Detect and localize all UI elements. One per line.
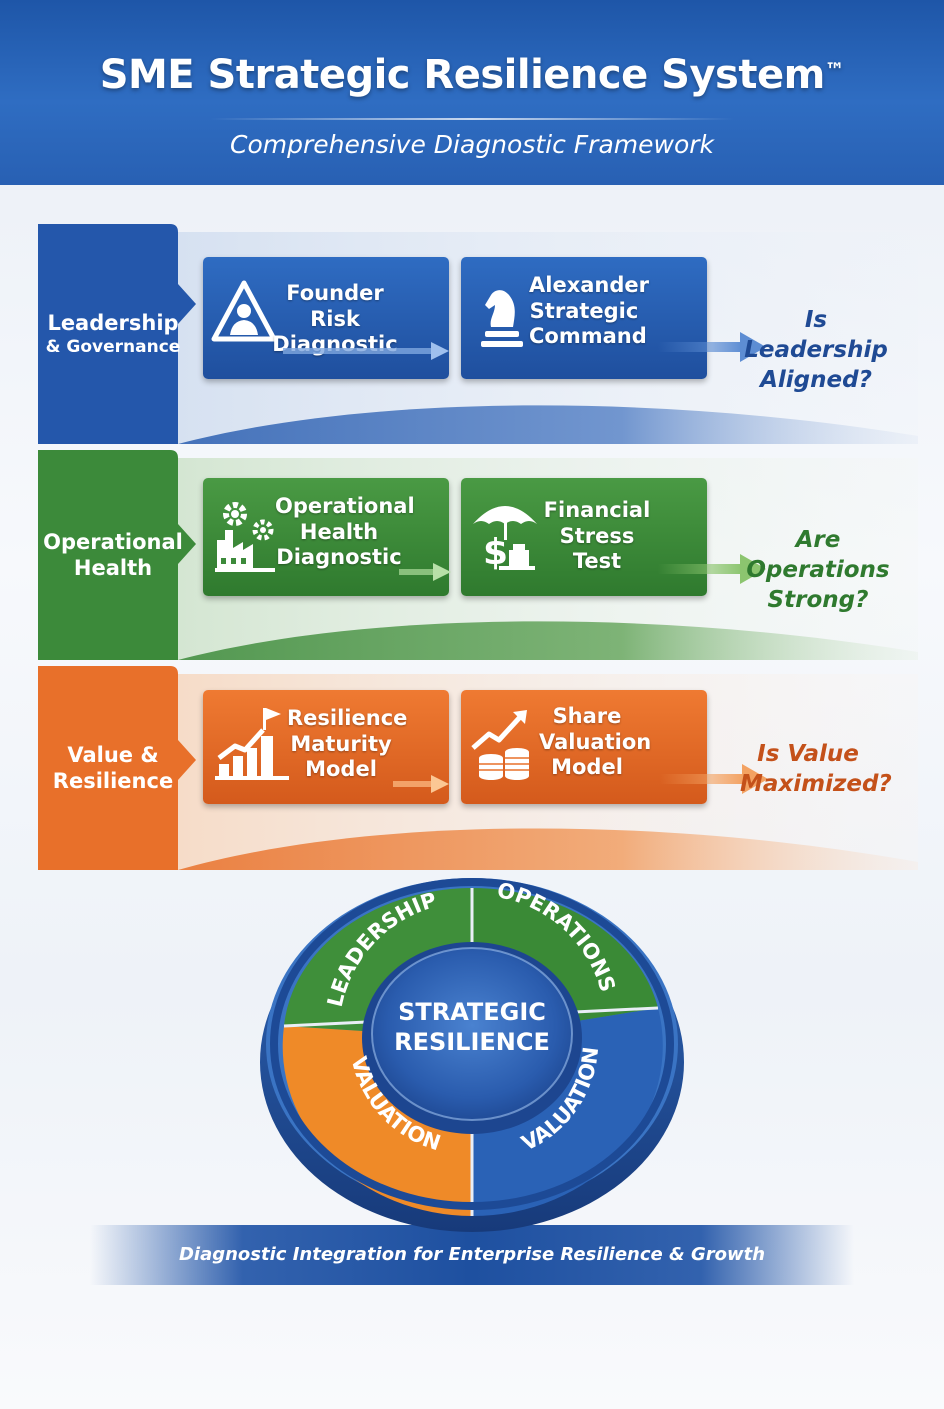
question-leadership-aligned: Is Leadership Aligned? [734,306,898,396]
page-subtitle: Comprehensive Diagnostic Framework [230,130,714,159]
box-line: Share [552,704,622,728]
row-value-resilience: Value & Resilience Resilience Maturity M… [38,666,918,870]
growth-chart-flag-icon [215,708,289,780]
row-leadership: Leadership & Governance Founder Risk Dia… [38,224,918,444]
row-label-value: Value & Resilience [38,666,188,870]
arrow-right-icon [658,554,766,584]
box-line: Strategic [529,298,639,323]
warning-person-icon [211,280,277,342]
arrow-right-icon [283,342,449,360]
strategic-resilience-wheel: LEADERSHIP OPERATIONS VALUATION VALUATIO… [260,878,684,1232]
box-line: Alexander [529,273,649,297]
box-line: Command [529,324,647,349]
box-founder-risk-diagnostic[interactable]: Founder Risk Diagnostic [203,257,449,379]
box-line: Stress Test [559,523,635,574]
question-line1: Is Value [757,741,859,767]
coins-growth-icon [471,710,529,780]
page-title-text: SME Strategic Resilience System [99,52,826,98]
box-alexander-strategic-command[interactable]: Alexander Strategic Command [461,257,707,379]
arrow-right-icon [658,332,766,362]
question-line2: Aligned? [760,366,872,393]
row-label-line1: Value & [67,742,159,767]
row-label-line1: Operational [43,529,183,554]
row-operational-health: Operational Health Operational Health Di… [38,450,918,660]
row-label-line2: Resilience [52,769,174,793]
box-resilience-maturity-label: Resilience Maturity Model [287,706,408,783]
box-line: Operational [275,494,415,518]
arrow-right-icon [399,563,451,581]
question-value-maximized: Is Value Maximized? [740,740,892,800]
box-share-valuation-model[interactable]: Share Valuation Model [461,690,707,804]
box-financial-stress-test[interactable]: $ Financial Stress Test [461,478,707,596]
box-line: Model [305,757,377,782]
question-operations-strong: Are Operations Strong? [728,526,908,616]
question-line2: Strong? [767,586,869,613]
box-line: Valuation [539,729,652,754]
box-operational-health-diagnostic[interactable]: Operational Health Diagnostic [203,478,451,596]
wheel-center-line1: STRATEGIC [398,998,546,1026]
question-line2: Maximized? [740,770,892,797]
arrow-right-icon [660,764,768,794]
row-label-operational: Operational Health [38,450,188,660]
box-operational-health-label: Operational Health Diagnostic [275,494,415,571]
box-line: Financial [543,498,651,522]
question-line1: Is Leadership [744,307,888,363]
footer-banner [90,1225,854,1285]
footer-tagline: Diagnostic Integration for Enterprise Re… [178,1244,766,1265]
box-share-valuation-label: Share Valuation Model [539,704,652,781]
box-line: Founder Risk [286,281,384,331]
title-divider [210,118,734,120]
box-line: Health [299,519,379,544]
gears-factory-icon [215,502,275,572]
box-resilience-maturity-model[interactable]: Resilience Maturity Model [203,690,449,804]
row-label-line1: Leadership [47,311,179,336]
arrow-right-icon [393,775,449,793]
row-label-leadership: Leadership & Governance [38,224,188,444]
trademark-symbol: ™ [824,58,845,82]
header-banner [0,0,944,185]
box-line: Model [551,755,623,780]
row-label-line2: & Governance [45,336,181,357]
box-line: Maturity [290,731,392,756]
chess-knight-icon [481,290,523,347]
page-title: SME Strategic Resilience System™ [0,52,944,98]
question-line1: Are Operations [746,527,890,583]
wheel-center-line2: RESILIENCE [394,1028,550,1056]
box-line: Resilience [287,706,408,730]
box-line: Diagnostic [276,545,402,570]
box-financial-stress-label: Financial Stress Test [537,498,657,575]
umbrella-dollar-icon: $ [473,506,537,573]
box-alexander-label: Alexander Strategic Command [529,273,649,350]
row-label-line2: Health [73,556,153,580]
